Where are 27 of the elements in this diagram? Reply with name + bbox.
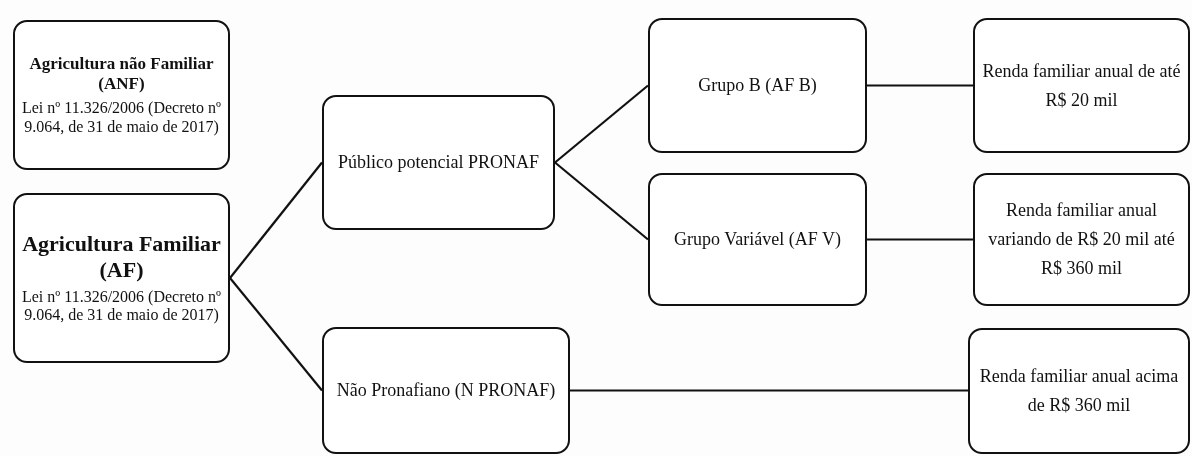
rounded-box xyxy=(648,173,867,306)
box-text: Renda familiar anual acima de R$ 360 mil xyxy=(978,365,1180,417)
connector-line xyxy=(570,389,968,392)
box-text: Renda familiar anual de até R$ 20 mil xyxy=(981,59,1182,112)
connector-line xyxy=(229,161,323,279)
box-heading: Agricultura não Familiar (ANF) xyxy=(28,54,215,94)
box-text: Lei nº 11.326/2006 (Decreto nº 9.064, de 31 de maio de 2017) xyxy=(21,287,222,325)
box-text: Grupo B (AF B) xyxy=(698,74,817,98)
rounded-box xyxy=(968,328,1190,454)
box-text: Grupo Variável (AF V) xyxy=(674,228,841,252)
rounded-box xyxy=(648,18,867,153)
rounded-box xyxy=(973,18,1190,153)
box-text: Público potencial PRONAF xyxy=(338,151,539,175)
connector-line xyxy=(229,277,323,392)
rounded-box xyxy=(13,193,230,363)
connector-line xyxy=(867,84,973,87)
connector-line xyxy=(554,84,649,164)
connector-line xyxy=(554,161,649,241)
rounded-box xyxy=(322,327,570,454)
box-heading: Agricultura Familiar (AF) xyxy=(21,231,222,282)
rounded-box xyxy=(973,173,1190,306)
rounded-box xyxy=(322,95,555,230)
box-text: Renda familiar anual variando de R$ 20 mil até R$ 360 mil xyxy=(987,199,1176,280)
connector-line xyxy=(867,238,973,241)
rounded-box xyxy=(13,20,230,170)
box-text: Não Pronafiano (N PRONAF) xyxy=(336,379,556,403)
box-text: Lei nº 11.326/2006 (Decreto nº 9.064, de 31 de maio de 2017) xyxy=(21,99,222,136)
